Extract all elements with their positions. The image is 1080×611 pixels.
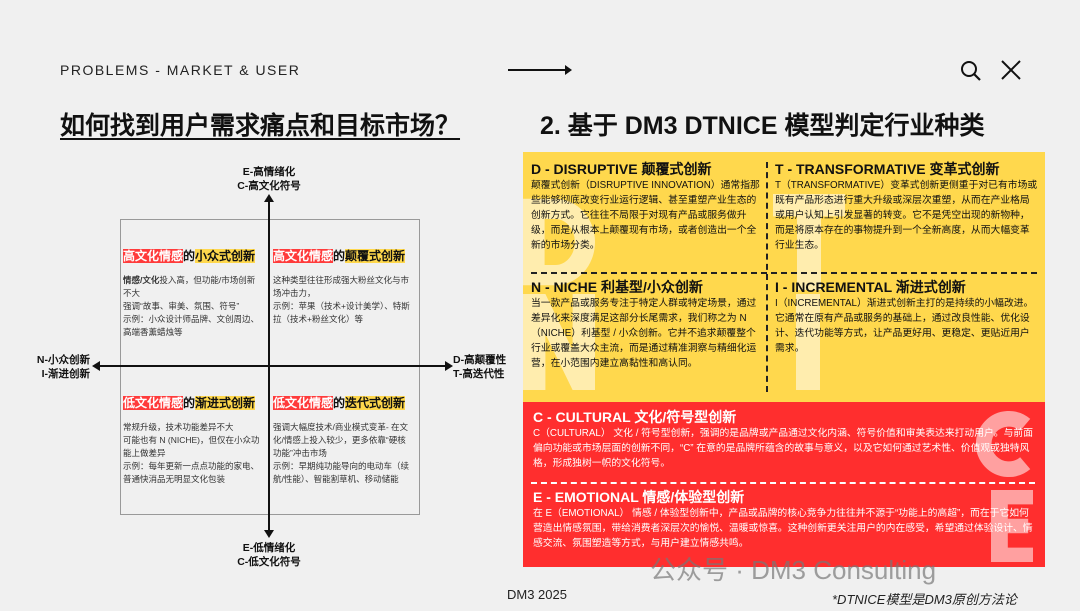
bold-text: 情感/文化 — [123, 275, 160, 285]
watermark: 公众号 · DM3 Consulting — [650, 555, 937, 585]
quadrant-top-left: 高文化情感的小众式创新 情感/文化投入高，但功能/市场创新不大强调“故事、审美、… — [123, 248, 263, 339]
body-line: 可能也有 N (NICHE)，但仅在小众功能上做差异 — [123, 435, 260, 458]
card-disruptive: D - DISRUPTIVE 颠覆式创新颠覆式创新（DISRUPTIVE INN… — [531, 160, 761, 253]
card-incremental: I - INCREMENTAL 渐进式创新 I（INCREMENTAL）渐进式创新… — [775, 278, 1039, 356]
card-body: 当一款产品或服务专注于特定人群或特定场景，通过差异化来深度满足这部分长尾需求，我… — [531, 298, 757, 369]
arrow-right-icon — [508, 65, 572, 75]
card-title: C - CULTURAL 文化/符号型创新 — [533, 409, 737, 425]
card-title: N - NICHE 利基型/小众创新 — [531, 279, 703, 295]
card-body: I（INCREMENTAL）渐进式创新主打的是持续的小幅改进。它通常在原有产品或… — [775, 298, 1034, 354]
axis-label-line: E-高情绪化 — [242, 166, 296, 178]
dtni-panel: D - DISRUPTIVE 颠覆式创新颠覆式创新（DISRUPTIVE INN… — [523, 152, 1045, 402]
highlight-red: 低文化情感 — [123, 396, 184, 410]
card-title: E - EMOTIONAL 情感/体验型创新 — [533, 489, 745, 505]
axis-label-line: I-渐进创新 — [41, 368, 90, 380]
connector: 的 — [183, 249, 196, 263]
axis-label-bottom: E-低情绪化 C-低文化符号 — [219, 541, 319, 569]
card-title: D - DISRUPTIVE 颠覆式创新 — [531, 161, 712, 177]
quadrant-bottom-right: 低文化情感的迭代式创新 强调大幅度技术/商业模式变革- 在文化/情感上投入较少，… — [273, 395, 413, 486]
section-header: PROBLEMS - MARKET & USER — [60, 62, 301, 78]
letter-c-watermark — [975, 411, 1031, 477]
arrow-down-icon — [264, 530, 274, 538]
quadrant-body: 强调大幅度技术/商业模式变革- 在文化/情感上投入较少，更多依靠“硬核功能”冲击… — [273, 421, 413, 486]
highlight-red: 低文化情感 — [273, 396, 334, 410]
axis-label-line: D-高颠覆性 — [453, 354, 507, 366]
letter-i-watermark — [796, 294, 820, 390]
card-body: 在 E（EMOTIONAL） 情感 / 体验型创新中，产品或品牌的核心竞争力往往… — [533, 508, 1033, 549]
axis-label-line: C-高文化符号 — [237, 180, 301, 192]
highlight-red: 高文化情感 — [123, 249, 184, 263]
highlight-yellow: 颠覆式创新 — [345, 249, 406, 263]
highlight-red: 高文化情感 — [273, 249, 334, 263]
card-title: T - TRANSFORMATIVE 变革式创新 — [775, 161, 1000, 177]
quadrant-body: 这种类型往往形成强大粉丝文化与市场冲击力， 示例：苹果（技术+设计美学）、特斯拉（… — [273, 274, 413, 326]
axis-label-line: C-低文化符号 — [237, 556, 301, 568]
quadrant-title: 低文化情感的渐进式创新 — [123, 395, 263, 411]
divider-horizontal — [531, 272, 1037, 274]
letter-t-watermark — [773, 194, 845, 290]
divider-horizontal — [531, 482, 1035, 484]
right-title: 2. 基于 DM3 DTNICE 模型判定行业种类 — [540, 112, 985, 140]
connector: 的 — [333, 396, 346, 410]
axis-label-line: N-小众创新 — [36, 354, 90, 366]
arrow-up-icon — [264, 194, 274, 202]
search-icon[interactable] — [960, 60, 982, 82]
body-line: 示例：苹果（技术+设计美学）、特斯拉（技术+粉丝文化）等 — [273, 301, 410, 324]
card-emotional: E - EMOTIONAL 情感/体验型创新在 E（EMOTIONAL） 情感 … — [533, 488, 1035, 551]
arrow-left-icon — [92, 361, 100, 371]
card-transformative: T - TRANSFORMATIVE 变革式创新 T（TRANSFORMATIVE… — [775, 160, 1039, 253]
axis-label-right: D-高颠覆性 T-高迭代性 — [453, 353, 517, 381]
letter-e-watermark — [991, 490, 1033, 562]
card-body: C（CULTURAL） 文化 / 符号型创新，强调的是品牌或产品通过文化内涵、符… — [533, 428, 1034, 469]
quadrant-bottom-left: 低文化情感的渐进式创新 常规升级，技术功能差异不大可能也有 N (NICHE)，… — [123, 395, 263, 486]
body-text: 投入高，但功能/市场创新不大 — [123, 275, 256, 298]
quadrant-top-right: 高文化情感的颠覆式创新 这种类型往往形成强大粉丝文化与市场冲击力， 示例：苹果（技… — [273, 248, 413, 326]
letter-d-watermark — [523, 198, 595, 286]
body-text: 强调大幅度技术/商业模式变革- 在文化/情感上投入较少，更多依靠“硬核功能”冲击… — [273, 422, 409, 458]
quadrant-title: 高文化情感的小众式创新 — [123, 248, 263, 264]
connector: 的 — [333, 249, 346, 263]
divider-vertical — [766, 162, 768, 392]
axis-label-line: T-高迭代性 — [453, 368, 505, 380]
card-body: 颠覆式创新（DISRUPTIVE INNOVATION）通常指那些能够彻底改变行… — [531, 180, 760, 251]
quadrant-title: 高文化情感的颠覆式创新 — [273, 248, 413, 264]
quadrant-box — [120, 219, 420, 515]
letter-n-watermark — [523, 294, 595, 390]
footer-left: DM3 2025 — [507, 587, 567, 602]
body-line: 示例：早期纯功能导向的电动车（续航/性能）、智能割草机、移动储能 — [273, 461, 410, 484]
body-line: 强调“故事、审美、氛围、符号” — [123, 301, 240, 311]
quadrant-title: 低文化情感的迭代式创新 — [273, 395, 413, 411]
card-body: T（TRANSFORMATIVE）变革式创新更侧重于对已有市场或既有产品形态进行… — [775, 180, 1038, 251]
axis-label-top: E-高情绪化 C-高文化符号 — [219, 165, 319, 193]
highlight-yellow: 渐进式创新 — [195, 396, 256, 410]
arrow-right-axis-icon — [445, 361, 453, 371]
quadrant-body: 常规升级，技术功能差异不大可能也有 N (NICHE)，但仅在小众功能上做差异示… — [123, 421, 263, 486]
ce-panel: C - CULTURAL 文化/符号型创新 C（CULTURAL） 文化 / 符号… — [523, 402, 1045, 567]
card-title: I - INCREMENTAL 渐进式创新 — [775, 279, 966, 295]
body-text: 常规升级，技术功能差异不大 — [123, 422, 234, 432]
body-line: 示例：每年更新一点点功能的家电、普通快消品无明显文化包装 — [123, 461, 260, 484]
card-niche: N - NICHE 利基型/小众创新当一款产品或服务专注于特定人群或特定场景，通… — [531, 278, 761, 371]
card-cultural: C - CULTURAL 文化/符号型创新 C（CULTURAL） 文化 / 符号… — [533, 408, 1035, 471]
left-title: 如何找到用户需求痛点和目标市场？ — [60, 112, 461, 140]
close-icon[interactable] — [1000, 59, 1022, 81]
connector: 的 — [183, 396, 196, 410]
highlight-yellow: 迭代式创新 — [345, 396, 406, 410]
axis-label-line: E-低情绪化 — [242, 542, 296, 554]
horizontal-axis — [97, 365, 447, 367]
body-text: 这种类型往往形成强大粉丝文化与市场冲击力， — [273, 275, 410, 298]
quadrant-body: 情感/文化投入高，但功能/市场创新不大强调“故事、审美、氛围、符号” 示例：小众设… — [123, 274, 263, 339]
axis-label-left: N-小众创新 I-渐进创新 — [18, 353, 90, 381]
highlight-yellow: 小众式创新 — [195, 249, 256, 263]
footer-note: *DTNICE模型是DM3原创方法论 — [832, 592, 1017, 607]
body-line: 示例：小众设计师品牌、文创周边、高端香薰蜡烛等 — [123, 314, 260, 337]
